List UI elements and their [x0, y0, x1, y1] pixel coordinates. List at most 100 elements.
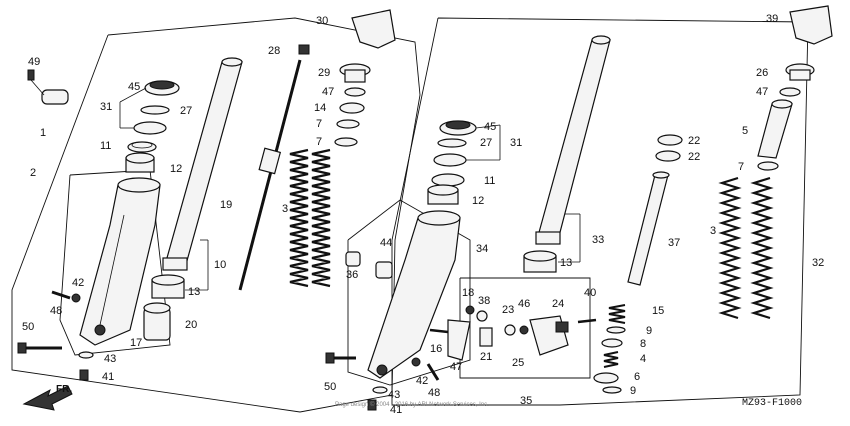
callout-49: 49 [28, 56, 40, 68]
cap-39 [789, 5, 833, 45]
diagram-code: MZ93-F1000 [742, 398, 802, 409]
callout-47-left: 47 [322, 86, 334, 98]
direction-label: FR. [56, 384, 72, 395]
bolt-48-left [51, 290, 71, 300]
callout-47-right: 47 [450, 361, 462, 373]
cap-30 [351, 9, 396, 49]
callout-10: 10 [214, 259, 226, 271]
callout-46: 46 [518, 298, 530, 310]
gasket-47-right [447, 319, 471, 361]
callout-12-left: 12 [170, 163, 182, 175]
bush-11 [127, 141, 157, 153]
bush-13-right [523, 250, 557, 273]
callout-19: 19 [220, 199, 232, 211]
callout-23: 23 [502, 304, 514, 316]
bush-11-right [431, 173, 465, 187]
callout-15: 15 [652, 305, 664, 317]
callout-8: 8 [640, 338, 646, 350]
callout-42-right: 42 [416, 375, 428, 387]
bush-44 [375, 261, 393, 279]
bolt-16 [429, 328, 449, 334]
washer-8 [601, 338, 623, 348]
nut-28 [298, 44, 310, 55]
valve-18-38 [465, 305, 488, 322]
oil-seal-set-45-right [439, 120, 477, 136]
o-ring-47-top [779, 87, 801, 97]
callout-22-b: 22 [688, 151, 700, 163]
callout-3-left: 3 [282, 203, 288, 215]
spacer-5 [757, 99, 793, 159]
callout-43-left: 43 [104, 353, 116, 365]
callout-13-left: 13 [188, 286, 200, 298]
callout-36: 36 [346, 269, 358, 281]
right-inner-tube [535, 35, 611, 245]
callout-24: 24 [552, 298, 564, 310]
callout-9-b: 9 [630, 385, 636, 397]
right-slider-subframe [347, 199, 471, 386]
callout-38: 38 [478, 295, 490, 307]
callout-31-left: 31 [100, 101, 112, 113]
callout-48-left: 48 [50, 305, 62, 317]
callout-42-left: 42 [72, 277, 84, 289]
spacer-7-left [334, 119, 360, 147]
ring-31-right [433, 153, 467, 167]
callout-11-right: 11 [484, 175, 495, 187]
washer-14 [339, 102, 365, 114]
bush-13-left [151, 274, 185, 299]
callout-34: 34 [476, 243, 488, 255]
leader-lines [119, 87, 581, 291]
oil-seal-set-45 [144, 80, 180, 96]
callout-13-right: 13 [560, 257, 572, 269]
cap-bolt-29 [339, 63, 371, 83]
damper-rod-37 [627, 171, 670, 286]
callout-20: 20 [185, 319, 197, 331]
callout-31-right: 31 [510, 137, 522, 149]
callout-30: 30 [316, 15, 328, 27]
callout-9-a: 9 [646, 325, 652, 337]
cap-bolt-26 [785, 63, 815, 81]
callout-39: 39 [766, 13, 778, 25]
washer-43-left [78, 351, 94, 359]
seat-6 [593, 372, 619, 384]
bush-36 [345, 251, 361, 267]
callout-28: 28 [268, 45, 280, 57]
callout-17: 17 [130, 337, 142, 349]
spring-15 [608, 304, 626, 324]
callout-45-left: 45 [128, 81, 140, 93]
fork-spring-3-left [289, 148, 331, 288]
adjuster-21 [479, 327, 493, 347]
fork-spring-3-right [718, 176, 774, 320]
callout-1: 1 [40, 127, 46, 139]
callout-11-left: 11 [100, 140, 111, 152]
callout-4: 4 [640, 353, 646, 365]
bolt-41-left [79, 369, 89, 381]
bolt-42-left [71, 293, 81, 303]
callout-22-a: 22 [688, 135, 700, 147]
callout-12-right: 12 [472, 195, 484, 207]
nut-24 [555, 321, 569, 333]
clip-27 [140, 105, 170, 115]
callout-7-right: 7 [738, 161, 744, 173]
watermark: Page design © 2004 - 2016 by ARI Network… [335, 401, 489, 408]
callout-7-left-a: 7 [316, 118, 322, 130]
callout-43-right: 43 [388, 389, 400, 401]
piston-20 [143, 302, 171, 341]
callout-44: 44 [380, 237, 392, 249]
callout-47-top: 47 [756, 86, 768, 98]
callout-40: 40 [584, 287, 596, 299]
callout-45-right: 45 [484, 121, 496, 133]
callout-32: 32 [812, 257, 824, 269]
callout-2: 2 [30, 167, 36, 179]
callout-5: 5 [742, 125, 748, 137]
bolt-40 [577, 318, 597, 324]
right-fork-slider [367, 210, 461, 379]
front-direction-arrow: FR. [22, 384, 73, 411]
callout-41-right: 41 [390, 404, 402, 416]
o-ring-47-left [344, 87, 366, 97]
clip-27-right [437, 138, 467, 148]
callout-27-left: 27 [180, 105, 192, 117]
callout-29: 29 [318, 67, 330, 79]
callout-41-left: 41 [102, 371, 114, 383]
clamp-band-49 [27, 69, 69, 105]
